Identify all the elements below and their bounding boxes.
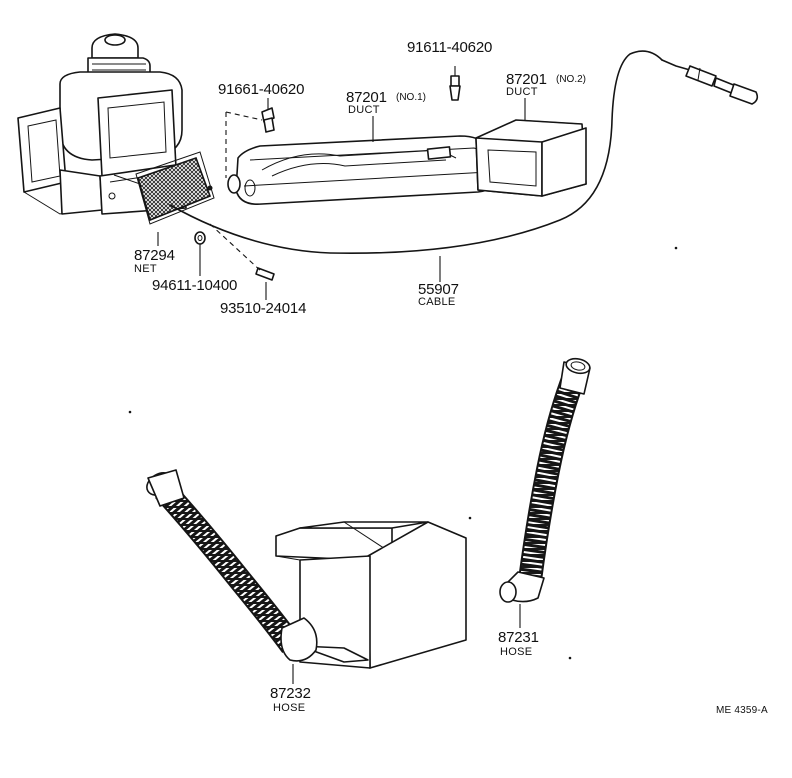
hose-87232-number: 87232 <box>270 685 311 702</box>
duct-no2-87201 <box>475 119 587 197</box>
base-box <box>275 521 467 669</box>
part-91661-40620-label: 91661-40620 <box>218 81 305 98</box>
screw-91611-40620 <box>449 75 461 101</box>
net-87294 <box>135 151 215 225</box>
hose-87231 <box>499 357 591 603</box>
net-name: NET <box>134 263 157 275</box>
screw-91661-40620 <box>261 107 275 133</box>
duct-no2-sub: (NO.2) <box>556 74 586 85</box>
duct-no2-name: DUCT <box>506 86 538 98</box>
hose-87232-name: HOSE <box>273 702 306 714</box>
part-94611-10400-label: 94611-10400 <box>152 277 238 294</box>
blower-unit <box>17 33 213 215</box>
duct-no1-87201 <box>227 135 497 206</box>
duct-no1-number: 87201 <box>346 89 387 106</box>
hose-87232 <box>146 469 318 662</box>
cable-number: 55907 <box>418 281 459 298</box>
duct-no1-sub: (NO.1) <box>396 92 426 103</box>
hose-87231-name: HOSE <box>500 646 533 658</box>
net-number: 87294 <box>134 247 175 264</box>
drawing-code: ME 4359-A <box>716 705 768 716</box>
hose-87231-number: 87231 <box>498 629 539 646</box>
cable-name: CABLE <box>418 296 456 308</box>
duct-no1-name: DUCT <box>348 104 380 116</box>
part-91611-40620-label: 91611-40620 <box>407 39 493 56</box>
duct-no2-number: 87201 <box>506 71 547 88</box>
washer-94611-10400 <box>194 231 206 245</box>
part-93510-24014-label: 93510-24014 <box>220 300 307 317</box>
screw-93510-24014 <box>255 267 275 281</box>
cable-55907 <box>169 50 759 255</box>
